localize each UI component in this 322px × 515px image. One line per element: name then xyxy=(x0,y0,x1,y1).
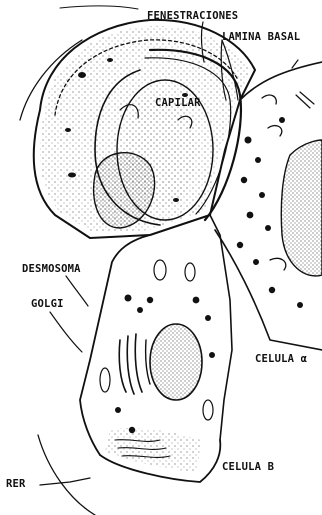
label-celula-alpha: CELULA α xyxy=(255,353,307,365)
label-fenestraciones: FENESTRACIONES xyxy=(147,10,238,22)
outer-membrane-bottom xyxy=(38,435,95,515)
beta-cell xyxy=(80,215,232,482)
label-celula-beta: CELULA B xyxy=(222,461,274,473)
label-capilar: CAPILAR xyxy=(155,97,201,109)
label-rer: RER xyxy=(6,478,26,490)
label-lamina-basal: LAMINA BASAL xyxy=(222,31,300,43)
label-golgi: GOLGI xyxy=(31,298,64,310)
label-desmosoma: DESMOSOMA xyxy=(22,263,81,275)
